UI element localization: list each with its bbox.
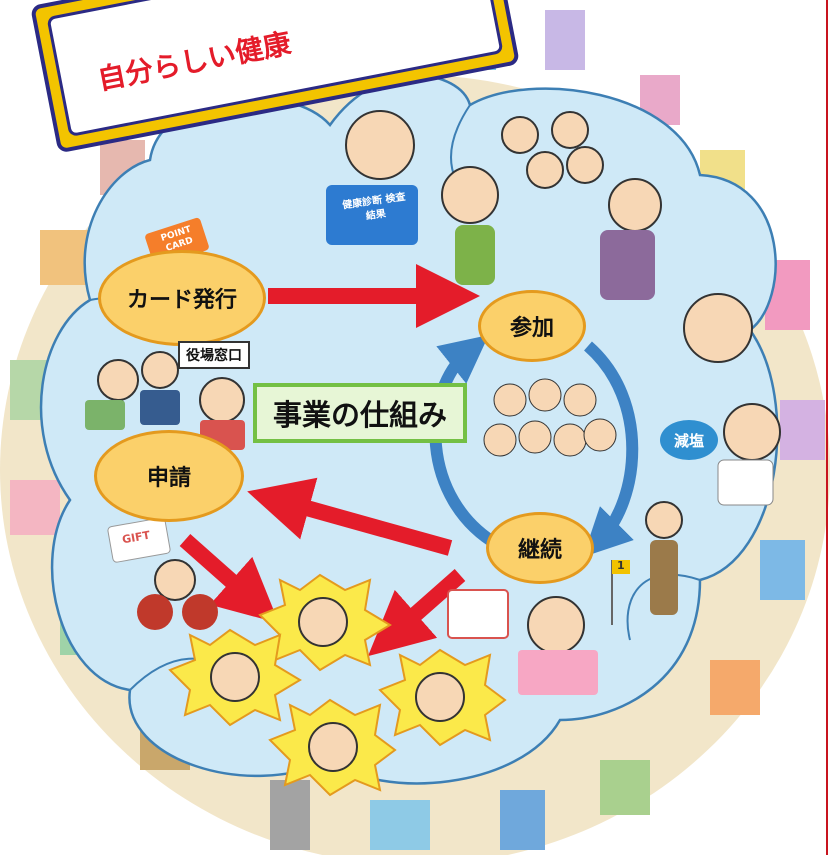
continue-node: 継続: [486, 512, 594, 584]
arrow-continue-to-apply: [247, 477, 453, 556]
salt-bubble: 減塩: [660, 420, 718, 460]
center-title-box: 事業の仕組み: [253, 383, 467, 443]
flag-number: 1: [617, 559, 625, 572]
card-issue-node: カード発行: [98, 250, 266, 346]
right-border-line: [826, 0, 828, 855]
participate-label: 参加: [509, 316, 554, 341]
apply-label: 申請: [146, 466, 191, 491]
cycle-arrows: [429, 334, 639, 557]
apply-node: 申請: [94, 430, 244, 522]
arrow-apply-to-people: [179, 534, 279, 624]
participate-node: 参加: [478, 290, 586, 362]
red-arrows: [179, 264, 480, 657]
office-sign: 役場窓口: [178, 341, 250, 369]
golf-flag: [612, 560, 630, 574]
center-title: 事業の仕組み: [272, 398, 447, 432]
continue-label: 継続: [517, 538, 562, 563]
salt-bubble-text: 減塩: [673, 431, 704, 450]
people-illustrations: [85, 110, 781, 797]
gift-tag-prop: [107, 517, 171, 563]
card-issue-label: カード発行: [126, 288, 237, 313]
arrow-continue-to-people: [368, 569, 466, 657]
